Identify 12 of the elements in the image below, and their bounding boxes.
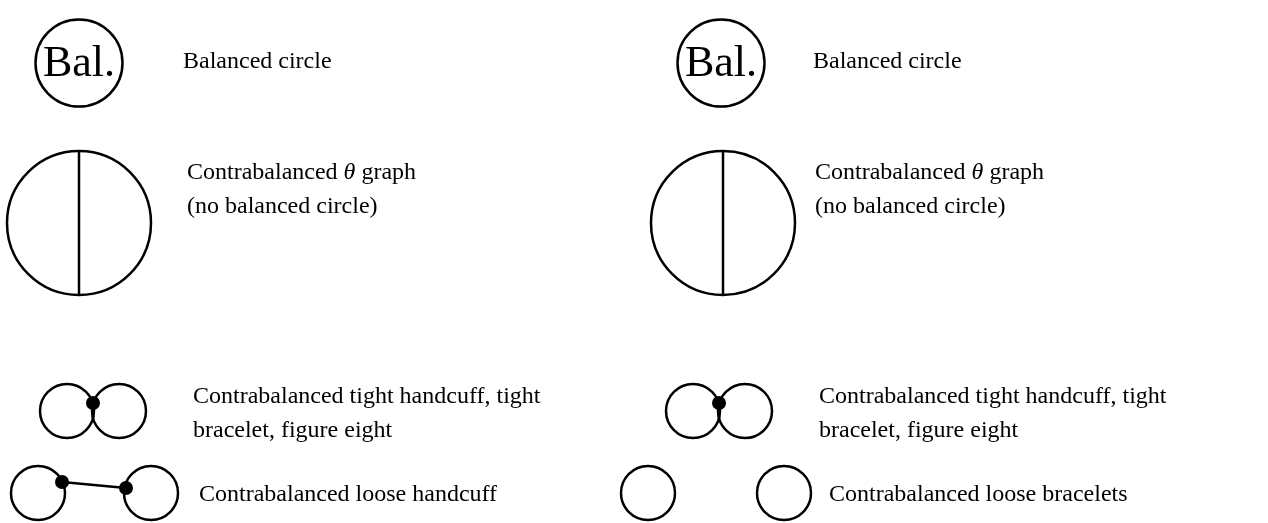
caption-text: Contrabalanced θ graph (no balanced circle) <box>815 157 1046 220</box>
circle-node <box>34 18 124 108</box>
caption-text: Balanced circle <box>813 46 962 75</box>
caption-text: Contrabalanced tight handcuff, tight bracelet, figure eight <box>819 381 1168 444</box>
node-text: Bal. <box>41 36 117 88</box>
caption-text: Contrabalanced loose bracelets <box>829 479 1129 508</box>
caption-text: Contrabalanced loose handcuff <box>199 479 499 508</box>
node-text: Bal. <box>683 36 759 88</box>
caption-text: Contrabalanced θ graph (no balanced circle) <box>187 157 418 220</box>
caption-text: Contrabalanced tight handcuff, tight bracelet, figure eight <box>193 381 542 444</box>
circle-node <box>676 18 766 108</box>
caption-text: Balanced circle <box>183 46 332 75</box>
